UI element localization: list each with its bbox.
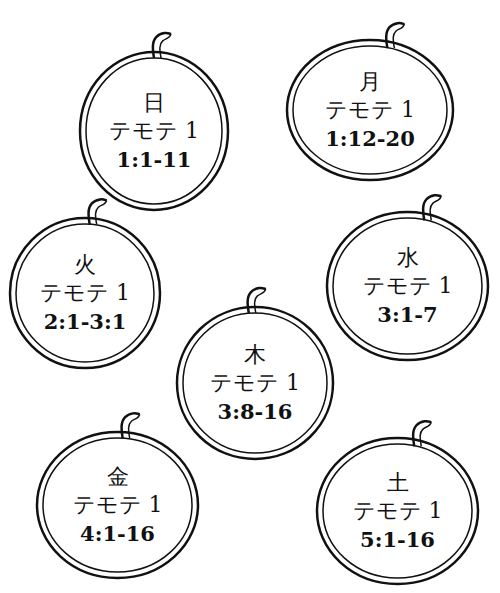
stem-inner	[430, 196, 441, 220]
outer-ring	[177, 307, 333, 459]
book-label: テモテ 1	[363, 272, 453, 301]
inner-ring	[16, 224, 154, 362]
verse-reference: 3:8-16	[218, 398, 293, 425]
outer-ring	[327, 212, 488, 360]
verse-reference: 5:1-16	[360, 526, 435, 553]
fruit-ring: 水テモテ 13:1-7	[325, 210, 490, 362]
day-label: 日	[143, 89, 165, 118]
fruit-ring: 土テモテ 15:1-16	[315, 436, 480, 586]
day-label: 木	[244, 341, 266, 370]
book-label: テモテ 1	[109, 117, 199, 146]
book-label: テモテ 1	[325, 96, 415, 125]
stem	[413, 421, 431, 446]
verse-reference: 2:1-3:1	[44, 308, 127, 335]
day-label: 金	[107, 463, 129, 492]
inner-ring	[86, 58, 222, 204]
stem-inner	[393, 24, 404, 48]
fruit-ring: 火テモテ 12:1-3:1	[8, 216, 162, 370]
outer-ring	[287, 40, 453, 180]
outer-ring	[10, 218, 160, 368]
stem-inner	[160, 34, 171, 58]
book-label: テモテ 1	[40, 279, 130, 308]
stem-inner	[420, 422, 431, 446]
inner-ring	[293, 46, 447, 174]
outer-ring	[37, 432, 198, 578]
verse-reference: 4:1-16	[80, 520, 155, 547]
verse-reference: 3:1-7	[377, 301, 437, 328]
day-label: 水	[397, 244, 419, 273]
stem	[153, 33, 171, 58]
stem	[423, 195, 441, 220]
verse-reference: 1:1-11	[117, 146, 192, 173]
verse-reference: 1:12-20	[325, 125, 415, 152]
stem	[248, 288, 266, 313]
fruit-ring: 日テモテ 11:1-11	[78, 50, 230, 212]
day-label: 月	[359, 68, 381, 97]
stem	[89, 199, 107, 224]
book-label: テモテ 1	[353, 497, 443, 526]
stem-inner	[255, 289, 266, 313]
inner-ring	[323, 444, 472, 578]
stem	[386, 23, 404, 48]
fruit-ring: 木テモテ 13:8-16	[175, 305, 335, 461]
day-label: 土	[387, 469, 409, 498]
inner-ring	[183, 313, 327, 453]
stem-inner	[96, 200, 107, 224]
book-label: テモテ 1	[73, 491, 163, 520]
stem	[122, 413, 140, 438]
inner-ring	[43, 438, 192, 572]
day-label: 火	[74, 251, 96, 280]
book-label: テモテ 1	[210, 369, 300, 398]
fruit-ring: 月テモテ 11:12-20	[285, 38, 455, 182]
stem-inner	[129, 414, 140, 438]
outer-ring	[317, 438, 478, 584]
outer-ring	[80, 52, 228, 210]
fruit-ring: 金テモテ 14:1-16	[35, 430, 200, 580]
inner-ring	[333, 218, 482, 354]
